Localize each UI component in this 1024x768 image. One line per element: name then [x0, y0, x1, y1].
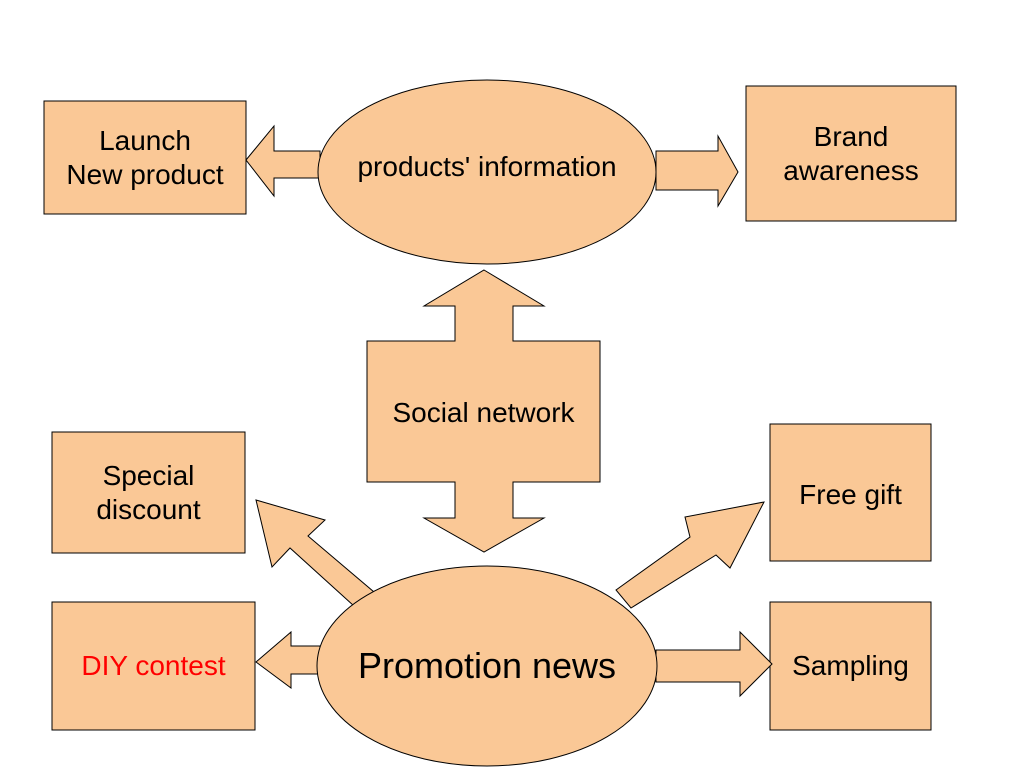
brand-awareness-label: Brand awareness: [746, 86, 956, 221]
arrow-to-free-gift: [615, 501, 765, 609]
promotion-news-text: Promotion news: [357, 645, 617, 687]
sampling-box: [769, 601, 932, 731]
social-network-text: Social network: [392, 397, 575, 429]
free-gift-label: Free gift: [770, 440, 931, 550]
social-network-double-arrow: [366, 269, 601, 553]
sampling-label: Sampling: [770, 602, 931, 730]
launch-label-line2: New product: [66, 158, 224, 190]
special-discount-label: Special discount: [52, 432, 245, 553]
brand-awareness-box: [745, 85, 957, 222]
products-information-text: products' information: [357, 151, 617, 183]
social-network-label: Social network: [367, 390, 600, 436]
arrow-to-special-discount: [255, 499, 375, 607]
launch-new-product-box: [43, 100, 247, 215]
brand-label-line2: awareness: [783, 154, 919, 186]
arrow-to-brand-awareness: [655, 134, 739, 208]
arrow-to-sampling: [655, 630, 773, 698]
products-information-label: products' information: [318, 142, 656, 192]
products-information-ellipse: [317, 79, 657, 265]
launch-label-line1: Launch: [99, 124, 191, 156]
free-gift-text: Free gift: [799, 479, 902, 511]
promotion-news-ellipse: [316, 565, 658, 767]
arrow-to-diy-contest: [255, 630, 321, 689]
diy-contest-text: DIY contest: [81, 650, 226, 682]
launch-new-product-label: Launch New product: [44, 101, 246, 214]
arrow-to-launch-new-product: [245, 124, 321, 198]
free-gift-box: [769, 423, 932, 562]
diy-contest-box: [51, 601, 256, 731]
special-label-line2: discount: [96, 493, 201, 525]
sampling-text: Sampling: [792, 650, 909, 682]
promotion-news-label: Promotion news: [320, 638, 654, 694]
brand-label-line1: Brand: [813, 120, 889, 152]
special-label-line1: Special: [102, 459, 195, 491]
diy-contest-label: DIY contest: [52, 602, 255, 730]
special-discount-box: [51, 431, 246, 554]
